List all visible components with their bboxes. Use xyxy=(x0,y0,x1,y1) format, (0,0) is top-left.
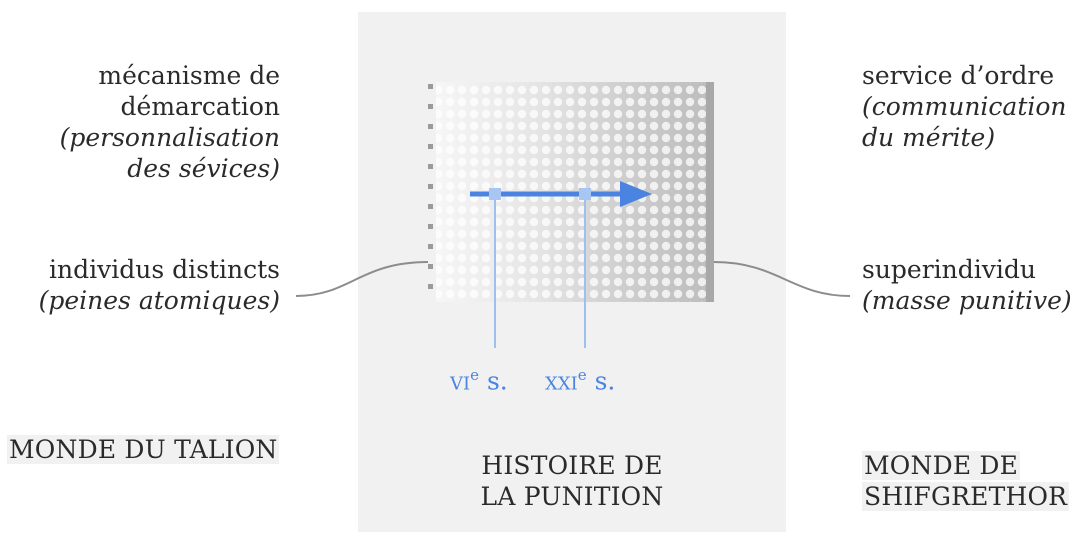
left-top-line3: (personnalisation xyxy=(59,123,280,152)
marker-vi-base: VI xyxy=(450,366,471,396)
left-edge-dots xyxy=(428,84,433,289)
marker-vi-suffix: s. xyxy=(479,366,508,396)
marker-square-vi xyxy=(489,188,501,200)
marker-xxi-sup: e xyxy=(577,366,587,384)
left-top-line4: des sévices) xyxy=(127,154,280,183)
marker-label-xxi: XXIe s. xyxy=(545,360,615,396)
center-history-label: HISTOIRE DE LA PUNITION xyxy=(358,450,786,512)
right-top-line1: service d’ordre xyxy=(862,61,1055,90)
left-world-label: MONDE DU TALION xyxy=(7,434,280,465)
right-edge-bar xyxy=(706,82,714,302)
left-top-label: mécanisme de démarcation (personnalisati… xyxy=(60,60,280,184)
right-mid-line2: (masse punitive) xyxy=(862,286,1072,315)
arrow-icon xyxy=(620,181,652,207)
marker-vi-sup: e xyxy=(470,366,479,384)
right-top-line2: (communication xyxy=(862,92,1067,121)
right-mid-line1: superindividu xyxy=(862,255,1036,284)
right-top-line3: du mérite) xyxy=(862,123,996,152)
left-mid-line1: individus distincts xyxy=(49,255,280,284)
left-mid-line2: (peines atomiques) xyxy=(38,286,280,315)
left-top-line1: mécanisme de xyxy=(98,61,280,90)
right-world-line2: SHIFGRETHOR xyxy=(862,482,1070,511)
marker-xxi-base: XXI xyxy=(545,366,578,396)
marker-square-xxi xyxy=(579,188,591,200)
marker-xxi-suffix: s. xyxy=(586,366,616,396)
marker-label-vi: VIe s. xyxy=(450,360,508,396)
left-mid-label: individus distincts (peines atomiques) xyxy=(39,254,280,316)
right-connector-curve xyxy=(713,261,851,297)
right-top-label: service d’ordre (communication du mérite… xyxy=(862,60,1067,153)
center-history-line1: HISTOIRE DE xyxy=(481,451,663,480)
left-world-text: MONDE DU TALION xyxy=(7,435,280,464)
left-top-line2: démarcation xyxy=(120,92,280,121)
left-connector-curve xyxy=(295,261,429,297)
right-world-label: MONDE DE SHIFGRETHOR xyxy=(862,450,1070,512)
right-world-line1: MONDE DE xyxy=(862,451,1021,480)
center-history-line2: LA PUNITION xyxy=(480,482,664,511)
right-mid-label: superindividu (masse punitive) xyxy=(862,254,1072,316)
